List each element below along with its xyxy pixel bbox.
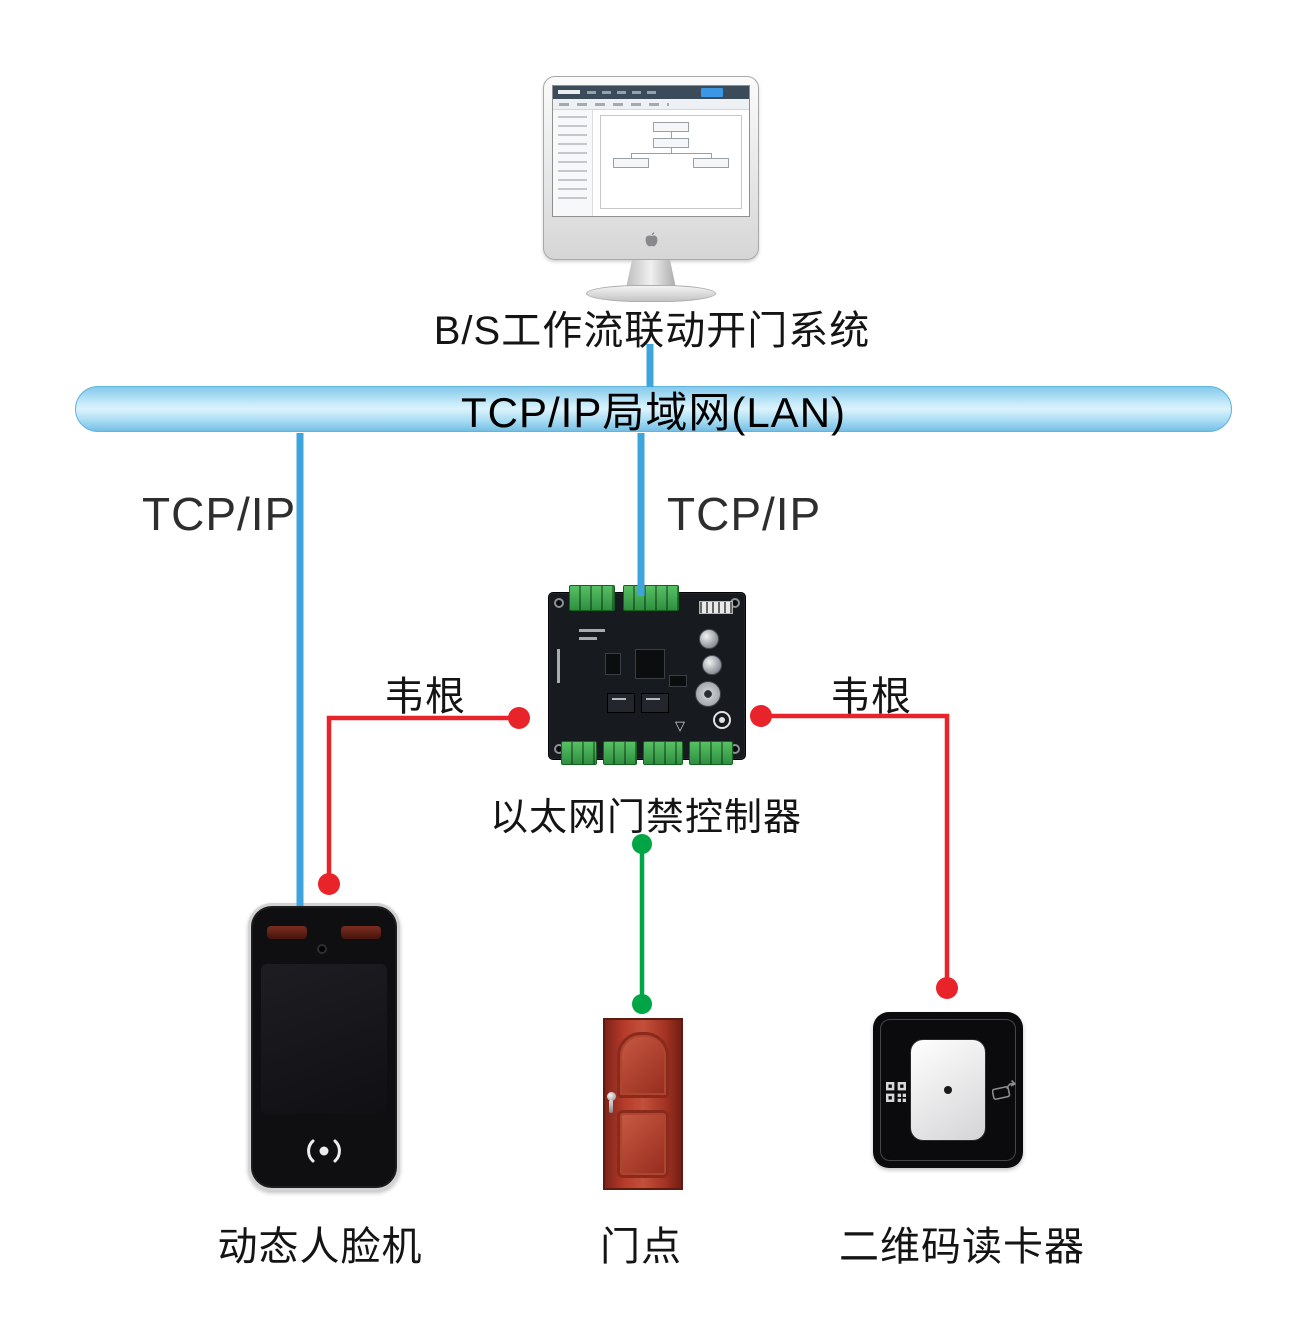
mini-flow-line: [671, 132, 672, 138]
mini-flow-box: [613, 158, 649, 168]
pcb-terminal-block: [623, 585, 679, 611]
monitor-body: [543, 76, 759, 260]
pcb-mount-hole: [554, 598, 564, 608]
mini-app-logo: [558, 90, 580, 94]
qr-camera-dot: [944, 1086, 952, 1094]
mini-app-menu: [587, 91, 657, 94]
wire-wiegand-right: [759, 713, 950, 988]
mini-app-content: [593, 110, 749, 216]
pcb-terminal-block: [689, 741, 733, 765]
mini-flowchart-panel: [600, 115, 742, 209]
mini-flow-box: [693, 158, 729, 168]
pcb-relay-mark: [612, 698, 626, 700]
door-panel-top: [617, 1032, 669, 1098]
pcb-main-chip: [635, 649, 665, 679]
pcb-terminal-block: [561, 741, 597, 765]
mini-flow-line: [631, 153, 632, 158]
pcb-terminal-block: [643, 741, 683, 765]
door-label: 门点: [600, 1225, 682, 1269]
ir-fill-light: [341, 926, 381, 939]
pcb-silkscreen: [579, 629, 605, 632]
qr-scan-window: [911, 1040, 985, 1140]
mini-app-toolbar: [553, 99, 749, 110]
mini-flow-line: [631, 153, 711, 154]
mini-app-sidebar: [553, 110, 593, 216]
door-device: [603, 1018, 683, 1190]
mini-app-main: [553, 110, 749, 216]
pcb-terminal-block: [603, 741, 637, 765]
camera-lens: [317, 944, 327, 954]
qr-reader-device: [873, 1012, 1023, 1168]
monitor-chin: [544, 219, 758, 259]
wiegand-right-endpoint-dot: [750, 705, 772, 727]
tcpip-center-label: TCP/IP: [667, 488, 822, 540]
pcb-triangle-mark: ▽: [675, 718, 685, 733]
mini-flow-box: [653, 138, 689, 148]
door-handle: [607, 1092, 616, 1101]
wiegand-left-endpoint-dot: [508, 707, 530, 729]
pcb-silkscreen: [557, 649, 560, 683]
face-machine-screen: [261, 964, 387, 1114]
qr-reader-label: 二维码读卡器: [839, 1225, 1085, 1269]
pcb-buzzer: [695, 681, 721, 707]
door-handle-lever: [609, 1100, 613, 1113]
server-label: B/S工作流联动开门系统: [433, 309, 871, 353]
mini-flow-line: [711, 153, 712, 158]
mini-app-header-button: [701, 88, 723, 97]
wiegand-left-label: 韦根: [384, 675, 466, 719]
pcb-relay: [607, 693, 635, 713]
pcb-capacitor: [702, 655, 722, 675]
pcb-capacitor: [699, 629, 719, 649]
mini-flow-line: [671, 148, 672, 153]
lan-bus-label: TCP/IP局域网(LAN): [460, 388, 847, 436]
pcb-logo-ring: [713, 711, 731, 729]
pcb-chip: [605, 653, 621, 675]
wiegand-left-endpoint-dot: [318, 873, 340, 895]
pcb-relay: [641, 693, 669, 713]
mini-app-header: [553, 86, 749, 99]
pcb-terminal-block: [569, 585, 615, 611]
contactless-icon: [251, 1138, 397, 1164]
face-machine-device: [248, 903, 400, 1191]
mini-app-sidebar-items: [558, 116, 587, 204]
pcb-relay-mark: [646, 698, 660, 700]
door-panel-bottom: [617, 1110, 669, 1178]
mini-flow-box: [653, 122, 689, 132]
wiegand-right-endpoint-dot: [936, 977, 958, 999]
apple-logo-icon: [645, 231, 658, 247]
controller-board: ▽: [548, 585, 746, 765]
qr-code-icon: [886, 1082, 906, 1107]
door-wire-endpoint-dot: [632, 994, 652, 1014]
tcpip-left-label: TCP/IP: [142, 488, 297, 540]
face-machine-label: 动态人脸机: [217, 1225, 423, 1269]
monitor-screen: [552, 85, 750, 217]
pcb-dip-switch: [699, 601, 733, 614]
hand-swipe-icon: [991, 1078, 1018, 1107]
server-computer: [543, 76, 759, 304]
monitor-stand-base: [586, 285, 716, 302]
pcb-silkscreen: [579, 637, 597, 640]
wiegand-right-label: 韦根: [830, 675, 912, 719]
pcb-chip: [669, 675, 687, 687]
lan-bus-bar: TCP/IP局域网(LAN): [75, 386, 1232, 436]
controller-label: 以太网门禁控制器: [489, 797, 802, 839]
qr-reader-frame: [880, 1019, 1016, 1161]
mini-app-toolbar-items: [559, 103, 669, 106]
monitor-stand-neck: [626, 260, 676, 288]
ir-fill-light: [267, 926, 307, 939]
